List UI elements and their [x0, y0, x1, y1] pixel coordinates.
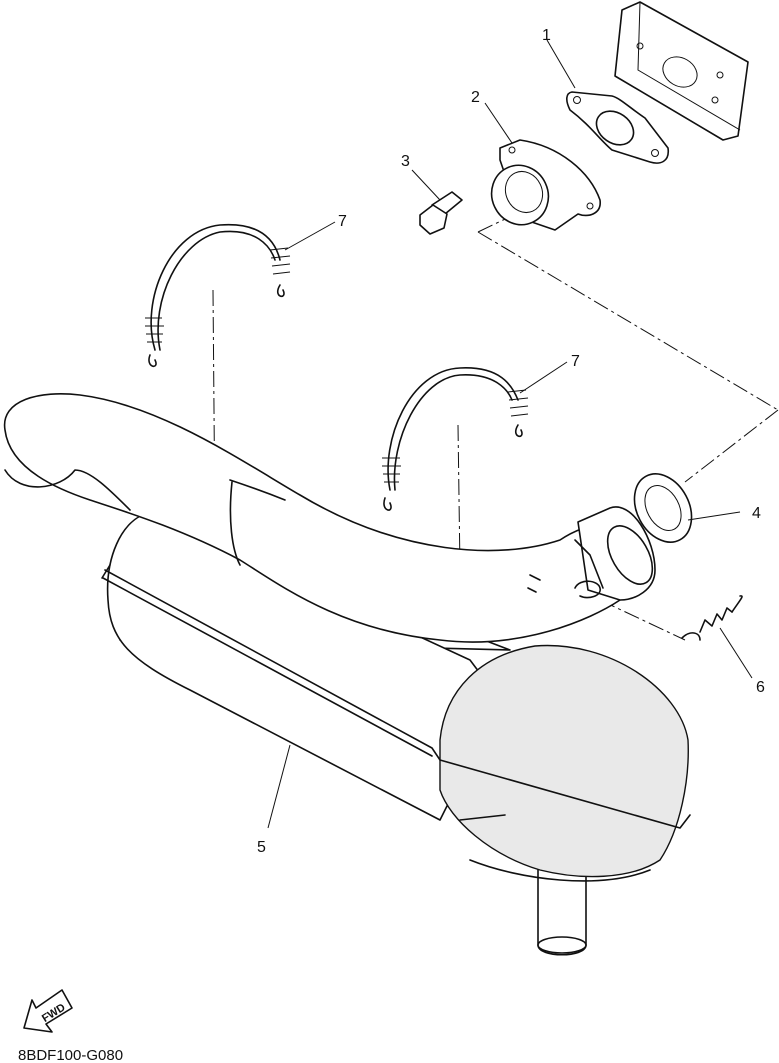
ring-gasket [633, 473, 693, 543]
muffler-mount-band [101, 564, 691, 829]
callout-3: 3 [401, 153, 410, 170]
hose-clamp-lower [382, 367, 529, 511]
spring [681, 595, 743, 641]
bolt [419, 191, 463, 235]
leader-lines [267, 39, 753, 829]
exhaust-joint [490, 139, 601, 231]
callout-7-lower: 7 [571, 353, 580, 370]
mounting-block [614, 1, 749, 141]
callout-1: 1 [542, 27, 551, 44]
callout-4: 4 [752, 505, 761, 522]
diagram-code: 8BDF100-G080 [18, 1047, 123, 1063]
hose-clamp-upper [145, 223, 291, 368]
callout-5: 5 [257, 839, 266, 856]
fwd-arrow-icon: FWD [23, 989, 73, 1033]
gasket [566, 91, 670, 164]
callout-2: 2 [471, 89, 480, 106]
callout-6: 6 [756, 679, 765, 696]
exhaust-pipe-flange [574, 506, 656, 601]
exhaust-pipe [3, 392, 656, 643]
callout-7-upper: 7 [338, 213, 347, 230]
muffler-tailpipe [537, 860, 587, 956]
